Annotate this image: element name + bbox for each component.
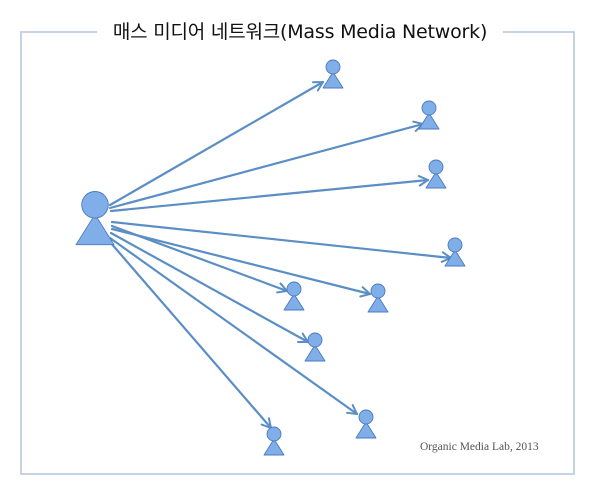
credit-label: Organic Media Lab, 2013 [420, 441, 539, 453]
node-group [75, 59, 466, 456]
person-head [266, 426, 282, 442]
person-body [283, 293, 305, 311]
receiver-3-person-icon [425, 159, 447, 189]
person-head [421, 100, 437, 116]
edge-line [108, 236, 359, 416]
arrowhead [346, 404, 358, 415]
edge-line [109, 178, 430, 213]
person-head [447, 237, 463, 253]
person-head [81, 191, 109, 219]
edge-line [108, 80, 325, 207]
broadcaster-person-icon [75, 191, 115, 246]
person-body [367, 295, 389, 313]
edge-receiver-3 [109, 175, 430, 213]
receiver-8-person-icon [355, 409, 377, 439]
edge-line [110, 220, 453, 260]
receiver-6-person-icon [367, 283, 389, 313]
receiver-1-person-icon [322, 59, 344, 89]
receiver-7-person-icon [304, 332, 326, 362]
edge-line [108, 122, 425, 210]
person-head [286, 281, 302, 297]
diagram-frame [20, 31, 575, 475]
arrowhead [312, 81, 324, 92]
edge-receiver-1 [108, 80, 325, 207]
person-body [355, 421, 377, 439]
person-head [358, 409, 374, 425]
person-body [444, 249, 466, 267]
person-head [370, 283, 386, 299]
receiver-9-person-icon [263, 426, 285, 456]
edge-line [109, 231, 310, 344]
person-head [428, 159, 444, 175]
receiver-2-person-icon [418, 100, 440, 130]
person-body [304, 344, 326, 362]
person-body [425, 171, 447, 189]
person-head [307, 332, 323, 348]
arrowhead [359, 286, 371, 298]
edge-group [108, 80, 453, 430]
person-body [418, 112, 440, 130]
edge-line [110, 227, 372, 296]
receiver-5-person-icon [283, 281, 305, 311]
person-head [325, 59, 341, 75]
person-body [263, 438, 285, 456]
person-body [322, 71, 344, 89]
edge-line [108, 240, 273, 430]
edge-receiver-6 [110, 227, 372, 298]
diagram-title: 매스 미디어 네트워크(Mass Media Network) [97, 16, 503, 48]
arrowhead [417, 175, 429, 187]
person-body [75, 213, 115, 246]
receiver-4-person-icon [444, 237, 466, 267]
edge-receiver-8 [108, 236, 359, 416]
